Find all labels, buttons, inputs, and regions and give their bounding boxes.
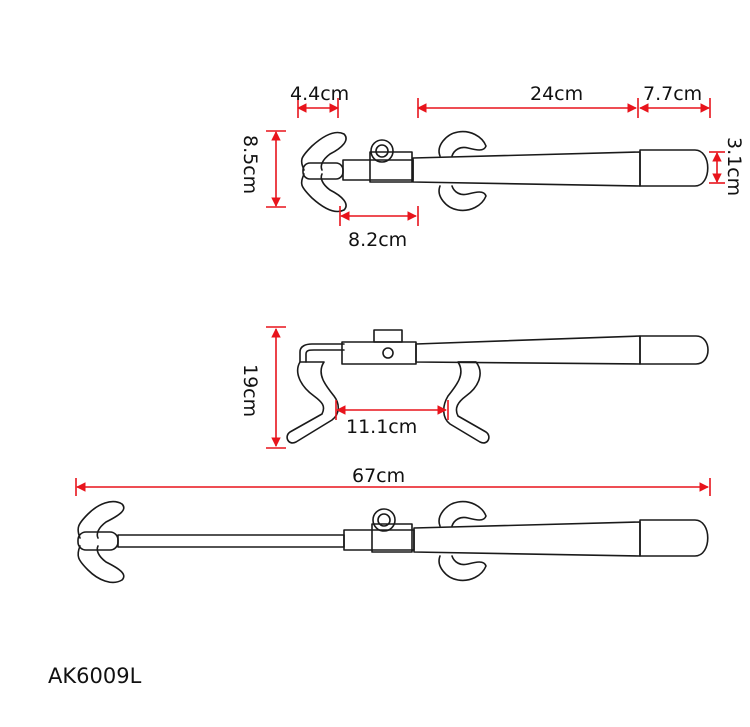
left-bracket-inner (305, 349, 345, 363)
inner-bar (342, 159, 414, 181)
extended-view-dimensions (75, 478, 711, 496)
model-number: AK6009L (48, 664, 142, 688)
dim-side-height-label: 19cm (239, 364, 261, 417)
right-lower-hook (438, 185, 487, 212)
lock-cylinder (372, 508, 396, 532)
grip (639, 149, 709, 187)
left-lower-hook (300, 173, 347, 213)
top-view-dimensions (266, 98, 725, 226)
key-slot-icon (375, 144, 389, 158)
key-slot-icon (377, 513, 391, 527)
dim-lock-offset-label: 8.2cm (348, 229, 407, 251)
lock-housing (369, 151, 413, 183)
lock-cylinder (370, 139, 394, 163)
dim-grip-length-label: 7.7cm (643, 83, 702, 105)
outer-tube (415, 335, 641, 365)
dim-grip-diameter-label: 3.1cm (723, 137, 745, 196)
inner-bar (341, 341, 417, 365)
dim-bar-length-label: 24cm (530, 83, 583, 105)
right-upper-hook (438, 500, 487, 527)
lock-hole (382, 347, 394, 359)
right-upper-hook (438, 130, 487, 157)
left-upper-hook (77, 500, 125, 539)
right-hook (442, 361, 490, 444)
left-hook (286, 361, 340, 444)
left-hook-body (302, 162, 344, 180)
left-upper-hook (300, 131, 347, 171)
dim-hook-gap-label: 11.1cm (346, 416, 417, 438)
lock-housing (371, 523, 413, 553)
inner-bar (343, 529, 415, 551)
grip (639, 519, 709, 557)
side-view-dimensions (266, 326, 449, 449)
lock-cap (373, 329, 403, 343)
dim-hook-width-label: 4.4cm (290, 83, 349, 105)
long-shaft (117, 534, 345, 548)
side-view (286, 329, 709, 444)
dim-total-length-label: 67cm (352, 465, 405, 487)
dim-height-label: 8.5cm (239, 135, 261, 194)
outer-tube (412, 151, 641, 187)
grip (639, 335, 709, 365)
extended-view (77, 500, 709, 584)
outer-tube (413, 521, 641, 557)
left-lower-hook (77, 545, 125, 584)
top-view (300, 130, 709, 213)
right-lower-hook (438, 555, 487, 582)
left-bracket (299, 343, 345, 363)
